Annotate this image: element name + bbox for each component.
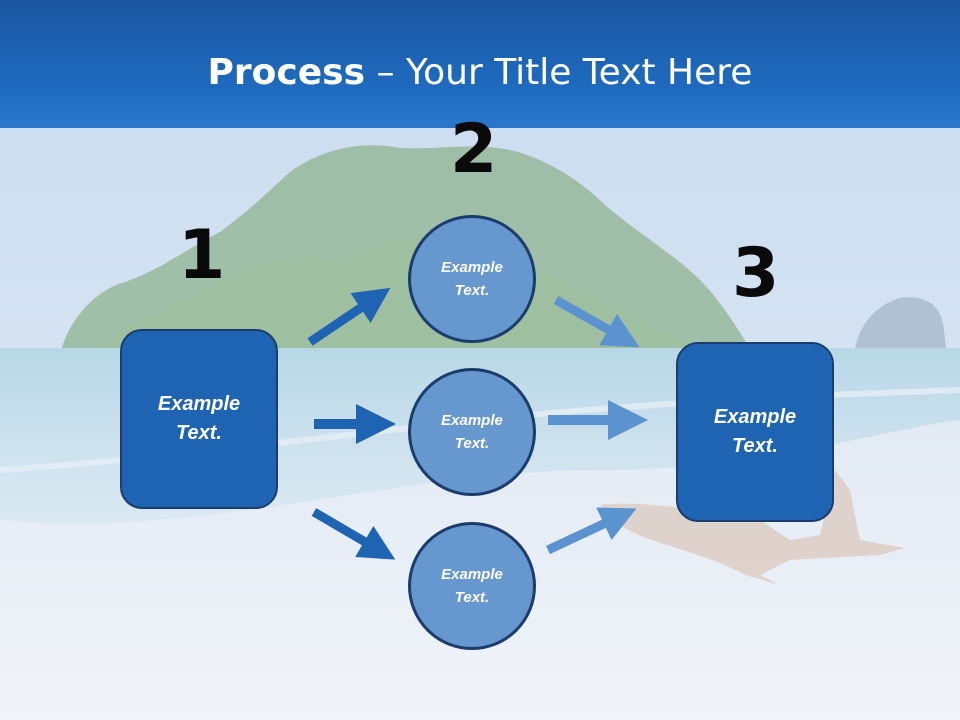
box-start-line1: Example bbox=[157, 393, 241, 415]
step-number-3: 3 bbox=[732, 234, 780, 313]
slide-title: Process – Your Title Text Here bbox=[0, 52, 960, 93]
step-number-1: 1 bbox=[178, 216, 226, 295]
box-start-line2: Text. bbox=[176, 422, 222, 444]
circle-middle-line2: Text. bbox=[454, 435, 490, 452]
arrow-up-right-icon bbox=[307, 287, 391, 346]
circle-bottom-line2: Text. bbox=[454, 589, 490, 606]
arrow-down-right-icon bbox=[553, 296, 640, 348]
box-end-line1: Example bbox=[713, 406, 797, 428]
arrow-down-right-icon bbox=[311, 508, 396, 560]
box-end-line2: Text. bbox=[732, 435, 778, 457]
circle-top-line1: Example bbox=[441, 259, 503, 276]
step-number-2: 2 bbox=[450, 110, 498, 189]
circle-middle-line1: Example bbox=[441, 412, 503, 429]
arrow-up-right-icon bbox=[546, 507, 637, 555]
header-band bbox=[0, 0, 960, 128]
circle-top-line2: Text. bbox=[454, 282, 490, 299]
circle-bottom-line1: Example bbox=[441, 566, 503, 583]
title-rest: – Your Title Text Here bbox=[365, 52, 753, 93]
title-bold: Process bbox=[207, 52, 366, 93]
